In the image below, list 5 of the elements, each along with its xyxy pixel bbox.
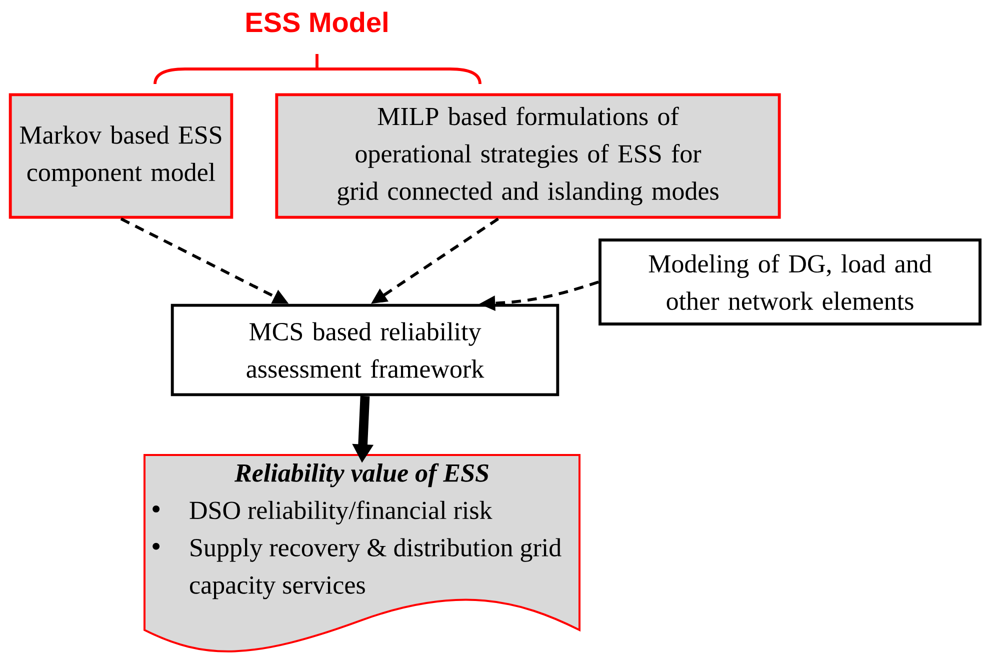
- process-box: MILP based formulations of operational strategies of ESS for grid connected and islanding modes: [275, 93, 781, 219]
- process-box: MCS based reliability assessment framework: [170, 304, 560, 396]
- process-box: Modeling of DG, load and other network elements: [598, 238, 982, 326]
- process-box: Markov based ESS component model: [8, 93, 234, 219]
- title: ESS Model: [246, 12, 388, 32]
